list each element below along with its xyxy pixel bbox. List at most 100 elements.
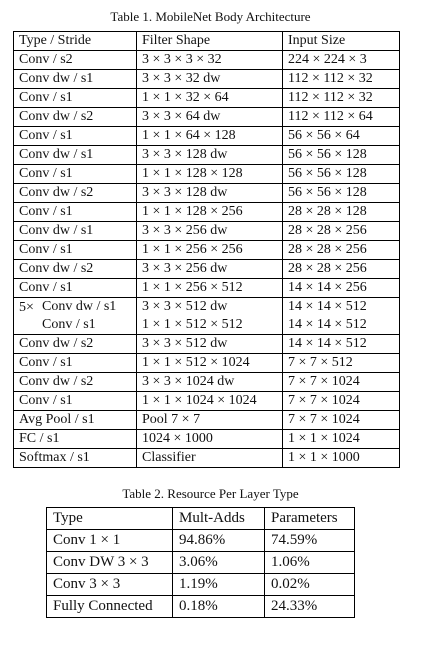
table-cell: Conv / s1 <box>13 278 137 298</box>
table-cell: 112 × 112 × 32 <box>282 88 400 108</box>
table-cell: Conv 1 × 1 <box>46 529 173 552</box>
table-cell: 56 × 56 × 128 <box>282 183 400 203</box>
table-cell: Conv dw / s2 <box>13 107 137 127</box>
table-cell: 1 × 1 × 64 × 128 <box>136 126 283 146</box>
column-header: Filter Shape <box>136 31 283 51</box>
table-cell: Conv dw / s1 <box>13 69 137 89</box>
repeat-group-value: 14 × 14 × 512 <box>288 317 367 332</box>
table-cell: 1 × 1 × 1024 × 1024 <box>136 391 283 411</box>
table-cell: 28 × 28 × 128 <box>282 202 400 222</box>
table-cell: 28 × 28 × 256 <box>282 221 400 241</box>
table-cell: 56 × 56 × 128 <box>282 164 400 184</box>
table-cell: 3 × 3 × 256 dw <box>136 259 283 279</box>
repeat-group-value: 14 × 14 × 512 <box>288 299 367 314</box>
table-cell: Conv / s1 <box>13 88 137 108</box>
table-cell: Conv DW 3 × 3 <box>46 551 173 574</box>
table-cell: 112 × 112 × 64 <box>282 107 400 127</box>
table2-caption: Table 2. Resource Per Layer Type <box>122 486 299 501</box>
table-cell: 1.06% <box>264 551 355 574</box>
table-cell: 3 × 3 × 3 × 32 <box>136 50 283 70</box>
table-cell: 3 × 3 × 128 dw <box>136 145 283 165</box>
table-cell: 14 × 14 × 256 <box>282 278 400 298</box>
table-cell: Conv / s1 <box>13 202 137 222</box>
table-cell: Conv dw / s1 <box>13 221 137 241</box>
table-cell: 3.06% <box>172 551 265 574</box>
table1-caption: Table 1. MobileNet Body Architecture <box>110 9 311 24</box>
table-cell: 3 × 3 × 128 dw <box>136 183 283 203</box>
column-header: Type <box>46 507 173 530</box>
table-cell: 7 × 7 × 1024 <box>282 410 400 430</box>
table-cell: Conv / s1 <box>13 391 137 411</box>
column-header: Input Size <box>282 31 400 51</box>
table-cell: 28 × 28 × 256 <box>282 259 400 279</box>
repeat-layer-type: Conv dw / s1 <box>42 299 117 314</box>
table-cell: 56 × 56 × 128 <box>282 145 400 165</box>
table-cell: 1 × 1 × 256 × 256 <box>136 240 283 260</box>
table-cell: Conv dw / s2 <box>13 372 137 392</box>
table-cell: Conv / s1 <box>13 126 137 146</box>
table-cell: 3 × 3 × 256 dw <box>136 221 283 241</box>
table-cell: 1 × 1 × 1000 <box>282 448 400 468</box>
column-header: Type / Stride <box>13 31 137 51</box>
table-cell: 1 × 1 × 256 × 512 <box>136 278 283 298</box>
table-cell: 24.33% <box>264 595 355 618</box>
table-cell: 0.02% <box>264 573 355 596</box>
table-cell: Conv / s1 <box>13 164 137 184</box>
table-cell: Conv / s1 <box>13 353 137 373</box>
table-cell: Conv / s2 <box>13 50 137 70</box>
table-cell: 1 × 1 × 1024 <box>282 429 400 449</box>
table-cell: Conv dw / s1 <box>13 145 137 165</box>
repeat-layer-type: Conv / s1 <box>42 317 96 332</box>
repeat-group-type-cell: 5× Conv dw / s1 Conv / s1 <box>13 297 137 335</box>
table-cell: 28 × 28 × 256 <box>282 240 400 260</box>
table-cell: Conv / s1 <box>13 240 137 260</box>
table-cell: 3 × 3 × 64 dw <box>136 107 283 127</box>
table-cell: 1 × 1 × 512 × 1024 <box>136 353 283 373</box>
table-cell: 3 × 3 × 32 dw <box>136 69 283 89</box>
table-cell: Classifier <box>136 448 283 468</box>
table-cell: Pool 7 × 7 <box>136 410 283 430</box>
table-cell: 7 × 7 × 512 <box>282 353 400 373</box>
table-cell: 3 × 3 × 512 dw <box>136 334 283 354</box>
repeat-group-value: 1 × 1 × 512 × 512 <box>142 317 243 332</box>
table-cell: 1.19% <box>172 573 265 596</box>
table-cell: 1 × 1 × 128 × 256 <box>136 202 283 222</box>
table-cell: 94.86% <box>172 529 265 552</box>
repeat-multiplier: 5× <box>19 300 34 315</box>
table-cell: 224 × 224 × 3 <box>282 50 400 70</box>
table-cell: Conv 3 × 3 <box>46 573 173 596</box>
table-cell: 3 × 3 × 1024 dw <box>136 372 283 392</box>
table-cell: 7 × 7 × 1024 <box>282 372 400 392</box>
table-cell: Conv dw / s2 <box>13 259 137 279</box>
table-cell: 74.59% <box>264 529 355 552</box>
table-cell: Fully Connected <box>46 595 173 618</box>
table-cell: Conv dw / s2 <box>13 183 137 203</box>
table-cell: 7 × 7 × 1024 <box>282 391 400 411</box>
table-cell: 1 × 1 × 128 × 128 <box>136 164 283 184</box>
